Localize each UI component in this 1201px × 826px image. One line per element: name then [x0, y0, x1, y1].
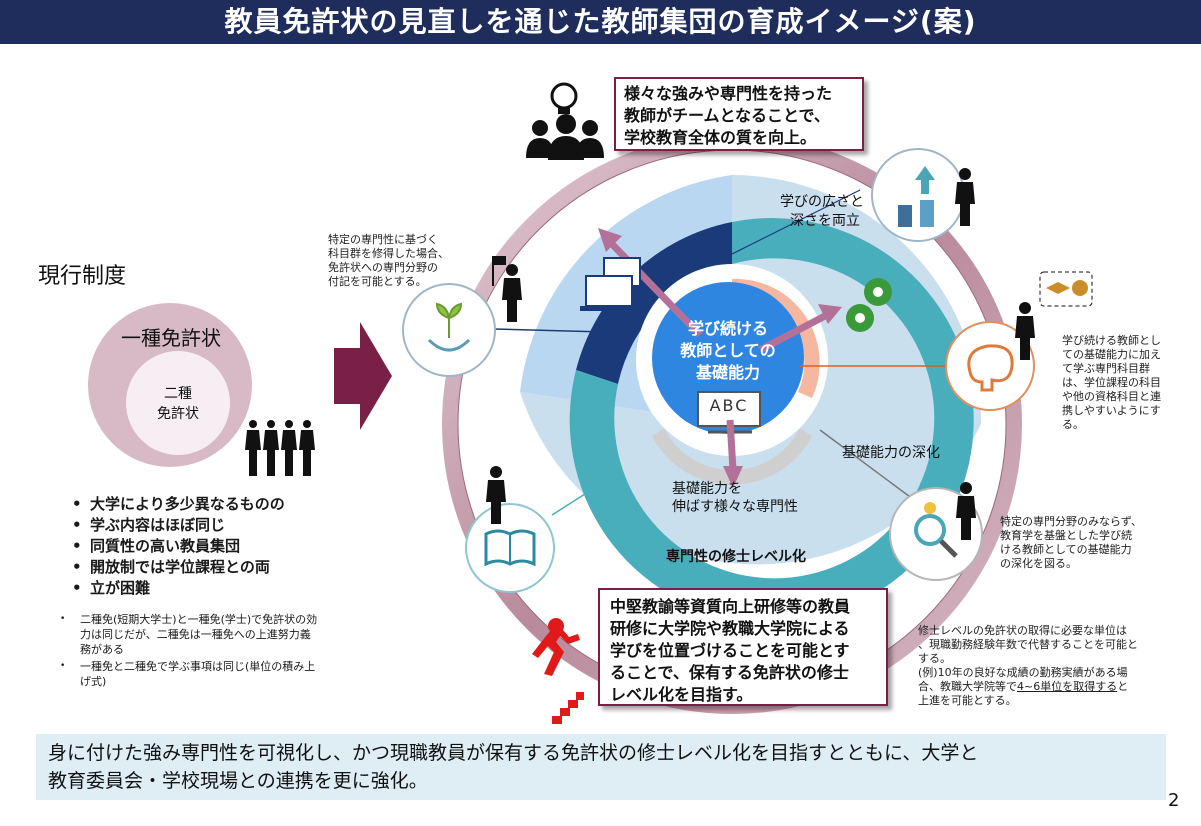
note-line: 特定の専門性に基づく [328, 233, 438, 246]
team-quality-callout: 様々な強みや専門性を持った 教師がチームとなることで、 学校教育全体の質を向上。 [614, 77, 864, 151]
credit-substitution-note: 修士レベルの免許状の取得に必要な単位は 、現職勤務経験年数で代替することを可能と… [918, 624, 1168, 708]
page-title: 教員免許状の見直しを通じた教師集団の育成イメージ(案) [0, 0, 1201, 44]
callout-line: レベル化を目指す。 [610, 685, 753, 704]
center-label: 学び続ける 教師としての 基礎能力 [660, 318, 796, 384]
note-underlined-text: 4~6単位を取得する [1017, 680, 1118, 693]
center-line: 学び続ける [687, 319, 768, 338]
first-class-license-label: 一種免許状 [121, 326, 221, 350]
note-line: 学び続ける教師とし [1062, 334, 1161, 347]
summary-banner: 身に付けた強み専門性を可視化し、かつ現職教員が保有する免許状の修士レベル化を目指… [36, 734, 1166, 800]
note-line: ての基礎能力に加え [1062, 348, 1161, 361]
note-line: ける教師としての基礎能力 [1000, 543, 1132, 556]
current-system-label: 現行制度 [38, 264, 127, 289]
plant-hands-icon [402, 283, 496, 377]
center-line: 教師としての [680, 341, 776, 360]
brain-icon [945, 321, 1035, 411]
callout-line: 教師がチームとなることで、 [624, 106, 830, 125]
pointer-line [493, 328, 606, 333]
people-group-icon [245, 420, 315, 476]
note-text: と [1117, 680, 1129, 693]
second-class-line1: 二種 [164, 386, 192, 402]
teamwork-icon [871, 148, 965, 242]
pointer-line [551, 477, 611, 516]
person-icon [486, 168, 1035, 540]
gear-icon [846, 278, 892, 332]
callout-line: 中堅教諭等資質向上研修等の教員 [610, 597, 851, 616]
callout-line: 学びを位置づけることを可能とす [610, 641, 850, 660]
banner-line: 教育委員会・学校現場との連携を更に強化。 [48, 770, 428, 792]
label-line: 深さを両立 [790, 213, 860, 229]
book-icon [465, 503, 555, 593]
label-line: 伸ばす様々な専門性 [672, 499, 798, 515]
note-line: は、学位課程の科目 [1062, 376, 1161, 389]
list-item: 立が困難 [72, 578, 332, 599]
note-line: や他の資格科目と連 [1062, 390, 1161, 403]
list-item: 一種免と二種免で学ぶ事項は同じ(単位の積み上げ式) [58, 659, 318, 689]
note-text: 合、教職大学院等で [918, 680, 1017, 693]
callout-line: 研修に大学院や教職大学院による [610, 619, 850, 638]
graduation-cap-icon [1039, 271, 1093, 307]
note-line: 特定の専門分野のみならず、 [1000, 515, 1143, 528]
laptop-icon [580, 257, 641, 311]
note-line: て学ぶ専門科目群 [1062, 362, 1150, 375]
current-system-notes: 二種免(短期大学士)と一種免(学士)で免許状の効力は同じだが、二種免は一種免への… [58, 612, 318, 691]
note-line: 合、教職大学院等で4~6単位を取得すると [918, 680, 1168, 694]
list-item: 開放制では学位課程との両 [72, 557, 332, 578]
running-person-icon [532, 618, 584, 724]
callout-line: 様々な強みや専門性を持った [624, 84, 833, 103]
extend-label: 基礎能力を 伸ばす様々な専門性 [672, 480, 798, 516]
list-item: 大学により多少異なるものの [72, 494, 332, 515]
note-line: する。 [918, 652, 951, 665]
pointer-line [719, 189, 861, 261]
note-line: 教育学を基盤とした学び続 [1000, 529, 1132, 542]
center-line: 基礎能力 [695, 363, 760, 382]
current-system-bullets: 大学により多少異なるものの 学ぶ内容はほぼ同じ 同質性の高い教員集団 開放制では… [72, 494, 332, 599]
note-line: 付記を可能とする。 [328, 275, 427, 288]
callout-line: 学校教育全体の質を向上。 [624, 128, 817, 147]
note-line: (例)10年の良好な成績の勤務実績がある場 [918, 666, 1128, 679]
transition-arrow-icon [334, 322, 392, 430]
note-line: 上進を可能とする。 [918, 694, 1017, 707]
second-class-license-label: 二種 免許状 [140, 384, 216, 424]
breadth-depth-label: 学びの広さと 深さを両立 [780, 193, 864, 231]
page-number: 2 [1168, 790, 1180, 811]
deepen-label: 基礎能力の深化 [842, 445, 940, 461]
list-item: 学ぶ内容はほぼ同じ [72, 515, 332, 536]
label-line: 学びの広さと [780, 194, 864, 210]
label-line: 基礎能力を [672, 481, 742, 497]
grey-arc [652, 428, 812, 485]
banner-line: 身に付けた強み専門性を可視化し、かつ現職教員が保有する免許状の修士レベル化を目指… [48, 742, 979, 764]
note-line: 科目群を修得した場合、 [328, 247, 449, 260]
second-class-line2: 免許状 [157, 406, 199, 422]
specialty-note: 特定の専門性に基づく 科目群を修得した場合、 免許状への専門分野の 付記を可能と… [328, 233, 458, 289]
callout-line: ることで、保有する免許状の修士 [610, 663, 849, 682]
note-line: 、現職勤務経験年数で代替することを可能と [918, 638, 1138, 651]
note-line: る。 [1062, 418, 1084, 431]
board-text: ABC [709, 396, 749, 415]
salmon-arc [732, 278, 820, 398]
subject-group-note: 学び続ける教師とし ての基礎能力に加え て学ぶ専門科目群 は、学位課程の科目 や… [1062, 334, 1182, 432]
master-level-callout: 中堅教諭等資質向上研修等の教員 研修に大学院や教職大学院による 学びを位置づける… [598, 588, 888, 706]
pedagogy-note: 特定の専門分野のみならず、 教育学を基盤とした学び続 ける教師としての基礎能力 … [1000, 515, 1170, 571]
note-line: 免許状への専門分野の [328, 261, 438, 274]
second-class-license-circle [126, 351, 230, 455]
pointer-line [819, 429, 926, 509]
list-item: 二種免(短期大学士)と一種免(学士)で免許状の効力は同じだが、二種免は一種免への… [58, 612, 318, 657]
ring-navy-segment [576, 222, 732, 384]
note-line: の深化を図る。 [1000, 557, 1077, 570]
team-idea-icon [526, 82, 604, 160]
note-line: 修士レベルの免許状の取得に必要な単位は [918, 624, 1127, 637]
master-level-label: 専門性の修士レベル化 [666, 549, 806, 565]
note-line: 携しやすいようにす [1062, 404, 1161, 417]
list-item: 同質性の高い教員集団 [72, 536, 332, 557]
